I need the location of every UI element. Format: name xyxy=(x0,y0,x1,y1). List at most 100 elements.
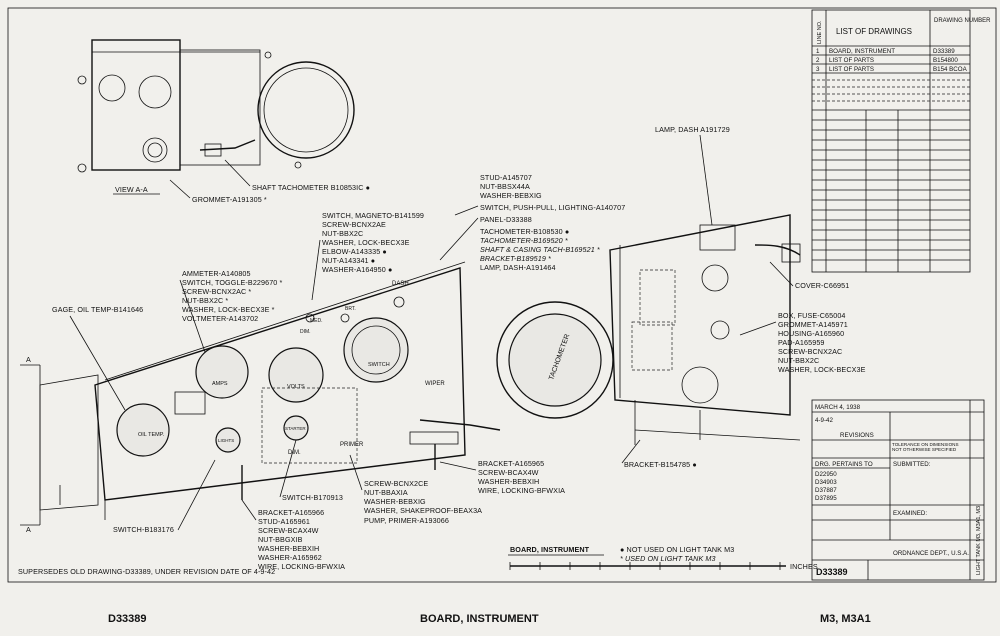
label-screw-bcnx2ae: SCREW-BCNX2AE xyxy=(322,220,386,229)
label-nut-bbx2c-r: NUT-BBX2C xyxy=(778,356,819,365)
gauge-face-switch: SWITCH xyxy=(368,362,390,368)
label-wire-locking-2: WIRE, LOCKING-BFWXIA xyxy=(258,562,345,571)
title-block-pertains-1: D22950 xyxy=(815,471,837,478)
table-row-2-no: 2 xyxy=(816,57,820,64)
label-bracket-b189519: BRACKET-B189519 * xyxy=(480,254,551,263)
supersedes-note: SUPERSEDES OLD DRAWING-D33389, UNDER REV… xyxy=(18,567,275,576)
label-washer-a165962: WASHER-A165962 xyxy=(258,553,322,562)
footer-right: M3, M3A1 xyxy=(820,613,871,625)
view-a-a-label: VIEW A-A xyxy=(115,185,148,194)
label-lamp-dash-mid: LAMP, DASH-A191464 xyxy=(480,263,556,272)
footer-left: D33389 xyxy=(108,613,147,625)
title-block xyxy=(811,399,985,581)
inch-scale xyxy=(509,562,786,570)
title-block-tolerance-box: TOLERANCE ON DIMENSIONS NOT OTHERWISE SP… xyxy=(892,442,959,452)
label-nut-bbaxia: NUT-BBAXIA xyxy=(364,488,408,497)
label-switch-magneto: SWITCH, MAGNETO-B141599 xyxy=(322,211,424,220)
list-of-drawings-table xyxy=(811,9,971,273)
table-row-1-no: 1 xyxy=(816,48,820,55)
label-washer-bebxih-2: WASHER-BEBXIH xyxy=(258,544,319,553)
footer-center: BOARD, INSTRUMENT xyxy=(420,613,539,625)
label-nut-bbs: NUT-BBSX44A xyxy=(480,182,530,191)
label-bracket-b154785: BRACKET-B154785 ● xyxy=(624,460,697,469)
instrument-panel-drawing xyxy=(20,261,501,526)
table-row-1-num: D33389 xyxy=(933,48,955,55)
panel-text-primer: PRIMER xyxy=(340,442,364,448)
label-tachometer-b169520: TACHOMETER-B169520 * xyxy=(480,236,568,245)
label-nut-bbx2c: NUT-BBX2C xyxy=(322,229,363,238)
title-block-submitted: SUBMITTED: xyxy=(893,461,931,468)
label-screw-bcax4w-2: SCREW-BCAX4W xyxy=(258,526,319,535)
label-washer-lock-mag: WASHER, LOCK-BECX3E xyxy=(322,238,410,247)
label-screw-bcnx2ac: SCREW-BCNX2AC * xyxy=(182,287,251,296)
label-section-a-top: A xyxy=(26,355,31,364)
label-nut-a143341: NUT-A143341 ● xyxy=(322,256,375,265)
title-block-pertains-3: D37887 xyxy=(815,487,837,494)
label-bracket-a165966: BRACKET-A165966 xyxy=(258,508,324,517)
panel-text-wiper: WIPER xyxy=(425,381,445,387)
table-row-3-no: 3 xyxy=(816,66,820,73)
label-nut-bbgxib: NUT-BBGXIB xyxy=(258,535,303,544)
gauge-oil-temp xyxy=(116,403,170,457)
label-shaft-casing: SHAFT & CASING TACH-B169521 * xyxy=(480,245,600,254)
table-header-line-no: LINE NO. xyxy=(817,20,823,44)
label-nut-bbx2c-amm: NUT-BBX2C * xyxy=(182,296,228,305)
label-screw-bcax4w: SCREW-BCAX4W xyxy=(478,468,539,477)
tachometer-face xyxy=(508,313,602,407)
view-a-a-drawing xyxy=(77,39,355,173)
tachometer-box-drawing xyxy=(496,214,801,445)
label-shaft-tachometer: SHAFT TACHOMETER B10853IC ● xyxy=(252,183,370,192)
label-elbow: ELBOW-A143335 ● xyxy=(322,247,387,256)
label-pad: PAD-A165959 xyxy=(778,338,825,347)
label-stud: STUD-A145707 xyxy=(480,173,532,182)
switch-magneto xyxy=(343,317,409,383)
table-header-list: LIST OF DRAWINGS xyxy=(836,27,912,36)
label-washer-lock-amm: WASHER, LOCK-BECX3E * xyxy=(182,305,275,314)
label-wire-locking: WIRE, LOCKING-BFWXIA xyxy=(478,486,565,495)
title-block-tolerance: TOLERANCE ON DIMENSIONS NOT OTHERWISE SP… xyxy=(892,442,959,452)
gauge-face-starter: STARTER xyxy=(285,426,306,431)
title-block-drg-pertains: DRG. PERTAINS TO xyxy=(815,461,873,468)
label-switch-push-pull: SWITCH, PUSH-PULL, LIGHTING-A140707 xyxy=(480,203,625,212)
label-gage-oil-temp: GAGE, OIL TEMP-B141646 xyxy=(52,305,143,314)
legend-inches: INCHES xyxy=(790,562,818,571)
gauge-face-amps: AMPS xyxy=(212,381,228,387)
gauge-volts xyxy=(268,347,324,403)
title-block-ordnance: ORDNANCE DEPT., U.S.A. xyxy=(893,550,969,557)
table-row-3-desc: LIST OF PARTS xyxy=(829,66,874,73)
label-tachometer-b108530: TACHOMETER-B108530 ● xyxy=(480,227,569,236)
label-screw-bcnx2ac-r: SCREW-BCNX2AC xyxy=(778,347,842,356)
gauge-amps xyxy=(195,345,249,399)
label-washer-bebxig-2: WASHER-BEBXIG xyxy=(364,497,426,506)
label-washer-bebxig: WASHER-BEBXIG xyxy=(480,191,542,200)
table-row-3-num: B154 BCOA xyxy=(933,66,968,73)
label-switch-toggle: SWITCH, TOGGLE-B229670 * xyxy=(182,278,283,287)
title-block-pertains-4: D37895 xyxy=(815,495,837,502)
legend-not-used: ● NOT USED ON LIGHT TANK M3 xyxy=(620,545,734,554)
label-washer-bebxih: WASHER-BEBXIH xyxy=(478,477,539,486)
label-section-a-bottom: A xyxy=(26,525,31,534)
title-block-pertains-2: D34903 xyxy=(815,479,837,486)
label-washer-a164950: WASHER-A164950 ● xyxy=(322,265,392,274)
switch-lights xyxy=(215,427,241,453)
panel-text-brt: BRT. xyxy=(345,306,356,312)
label-panel: PANEL-D33388 xyxy=(480,215,532,224)
panel-text-med: MED. xyxy=(310,318,323,324)
label-switch-b170913: SWITCH-B170913 xyxy=(282,493,343,502)
table-row-2-desc: LIST OF PARTS xyxy=(829,57,874,64)
callout-labels: STUD-A145707 NUT-BBSX44A WASHER-BEBXIG S… xyxy=(26,125,866,571)
title-block-date: MARCH 4, 1938 xyxy=(815,404,861,411)
table-row-2-num: B154800 xyxy=(933,57,958,64)
title-block-examined: EXAMINED: xyxy=(893,510,927,517)
legend-used-on: * USED ON LIGHT TANK M3 xyxy=(620,554,716,563)
table-header-drawing-number: DRAWING NUMBER xyxy=(934,18,991,24)
legend-board-label: BOARD, INSTRUMENT xyxy=(510,545,590,554)
label-lamp-dash-top: LAMP, DASH A191729 xyxy=(655,125,730,134)
label-housing: HOUSING-A165960 xyxy=(778,329,844,338)
label-cover: COVER-C66951 xyxy=(795,281,849,290)
label-ammeter: AMMETER-A140805 xyxy=(182,269,251,278)
label-box-fuse: BOX, FUSE-C65004 xyxy=(778,311,846,320)
label-pump-primer: PUMP, PRIMER-A193066 xyxy=(364,516,449,525)
